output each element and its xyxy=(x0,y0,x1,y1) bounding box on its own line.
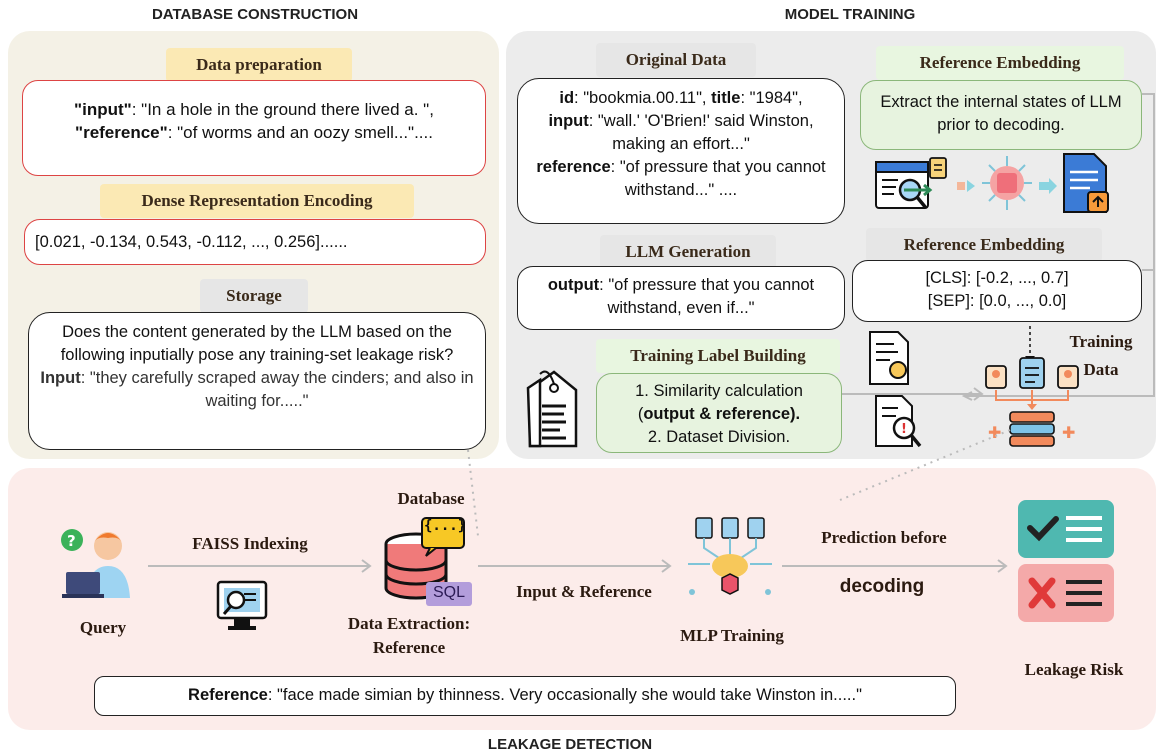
document-search-icon xyxy=(872,156,952,216)
sep-line: [SEP]: [0.0, ..., 0.0] xyxy=(927,292,1067,310)
mlp-training-label: MLP Training xyxy=(680,626,784,645)
svg-text:✚: ✚ xyxy=(1062,423,1075,442)
title-value: : "1984", xyxy=(740,89,803,107)
dense-vector-box: [0.021, -0.134, 0.543, -0.112, ..., 0.25… xyxy=(24,219,486,265)
check-list-icon xyxy=(1018,500,1114,558)
input-reference-arrow xyxy=(478,559,672,573)
storage-input-key: Input xyxy=(40,369,81,387)
prediction-label: Prediction before xyxy=(821,528,947,547)
reference-value: : "of worms and an oozy smell...".... xyxy=(167,123,433,142)
reference-embedding-desc: Extract the internal states of LLM prior… xyxy=(880,93,1122,134)
step-1: 1. Similarity calculation xyxy=(635,382,803,400)
original-data-label: Original Data xyxy=(596,43,756,77)
training-data-label: Training Data xyxy=(1069,332,1133,379)
training-data-icon: ✚ ✚ xyxy=(982,356,1082,456)
step-2: 2. Dataset Division. xyxy=(647,428,791,446)
sql-label: SQL xyxy=(432,584,465,601)
train-reference-key: reference xyxy=(536,158,611,176)
mlp-network-icon xyxy=(684,514,778,608)
monitor-search-icon xyxy=(214,578,270,634)
reference-embedding-label-top: Reference Embedding xyxy=(876,46,1124,80)
label-building-box: 1. Similarity calculation (output & refe… xyxy=(596,373,842,453)
embedding-values-box: [CLS]: [-0.2, ..., 0.7] [SEP]: [0.0, ...… xyxy=(852,260,1142,322)
storage-box: Does the content generated by the LLM ba… xyxy=(28,312,486,450)
reference-key: "reference" xyxy=(75,123,168,142)
llm-generation-label: LLM Generation xyxy=(600,235,776,269)
detection-reference-key: Reference xyxy=(188,686,268,704)
decoding-label: decoding xyxy=(839,576,925,597)
id-key: id xyxy=(559,89,575,107)
arrow-right-icon-2 xyxy=(1037,176,1059,196)
dense-vector: [0.021, -0.134, 0.543, -0.112, ..., 0.25… xyxy=(35,233,348,251)
reference-embedding-desc-box: Extract the internal states of LLM prior… xyxy=(860,80,1142,150)
step-1-paren: ( xyxy=(637,405,644,423)
train-input-key: input xyxy=(548,112,589,130)
train-input-value: : "wall.' 'O'Brien!' said Winston, makin… xyxy=(588,112,814,153)
json-glyph: {...} xyxy=(424,518,467,534)
section-title-model-training: MODEL TRAINING xyxy=(784,6,916,23)
training-label-building-label: Training Label Building xyxy=(596,339,840,373)
llm-generation-box: output: "of pressure that you cannot wit… xyxy=(517,266,845,330)
input-value: : "In a hole in the ground there lived a… xyxy=(131,100,434,119)
user-laptop-icon: ? xyxy=(60,524,140,600)
data-extraction-label: Data Extraction: Reference xyxy=(347,614,471,657)
input-reference-label: Input & Reference xyxy=(516,582,652,601)
query-label: Query xyxy=(79,618,127,637)
database-sql-icon xyxy=(380,514,480,610)
data-preparation-label: Data preparation xyxy=(166,48,352,82)
leakage-risk-label: Leakage Risk xyxy=(1024,660,1124,679)
label-to-data-arrows xyxy=(842,387,984,401)
reference-embedding-label-bottom: Reference Embedding xyxy=(866,228,1102,262)
arrow-right-icon xyxy=(955,176,977,196)
svg-text:!: ! xyxy=(901,422,907,437)
cross-list-icon xyxy=(1018,564,1114,622)
step-1-output: output xyxy=(643,405,695,423)
svg-text:?: ? xyxy=(67,532,76,550)
storage-input-value: : "they carefully scraped away the cinde… xyxy=(80,369,474,410)
prediction-arrow xyxy=(782,559,1008,573)
original-data-box: id: "bookmia.00.11", title: "1984", inpu… xyxy=(517,78,845,224)
dotted-connectors xyxy=(467,429,1011,537)
document-inspect-icon: ! xyxy=(874,394,922,450)
output-key: output xyxy=(547,276,600,294)
faiss-arrow xyxy=(148,559,372,573)
reference-text-box: Reference: "face made simian by thinness… xyxy=(94,676,956,716)
input-key: "input" xyxy=(74,100,132,119)
database-label: Database xyxy=(397,489,465,508)
cls-line: [CLS]: [-0.2, ..., 0.7] xyxy=(925,269,1069,287)
output-value: : "of pressure that you cannot withstand… xyxy=(599,276,815,317)
storage-label: Storage xyxy=(200,279,308,313)
dense-encoding-label: Dense Representation Encoding xyxy=(100,184,414,218)
detection-reference-value: : "face made simian by thinness. Very oc… xyxy=(267,686,862,704)
document-upload-icon xyxy=(1060,150,1114,218)
tag-icon xyxy=(520,362,586,452)
neural-chip-icon xyxy=(980,154,1034,212)
storage-question: Does the content generated by the LLM ba… xyxy=(60,323,454,364)
svg-text:✚: ✚ xyxy=(988,423,1001,442)
step-1-amp: & xyxy=(694,405,716,423)
faiss-indexing-label: FAISS Indexing xyxy=(192,534,308,553)
title-key: title xyxy=(711,89,741,107)
data-preparation-box: "input": "In a hole in the ground there … xyxy=(22,80,486,176)
certificate-icon xyxy=(868,330,912,386)
section-title-leakage-detection: LEAKAGE DETECTION xyxy=(487,736,653,753)
step-1-reference: reference). xyxy=(715,405,801,423)
section-title-database-construction: DATABASE CONSTRUCTION xyxy=(151,6,359,23)
id-value: : "bookmia.00.11", xyxy=(574,89,712,107)
train-reference-value: : "of pressure that you cannot withstand… xyxy=(610,158,826,199)
